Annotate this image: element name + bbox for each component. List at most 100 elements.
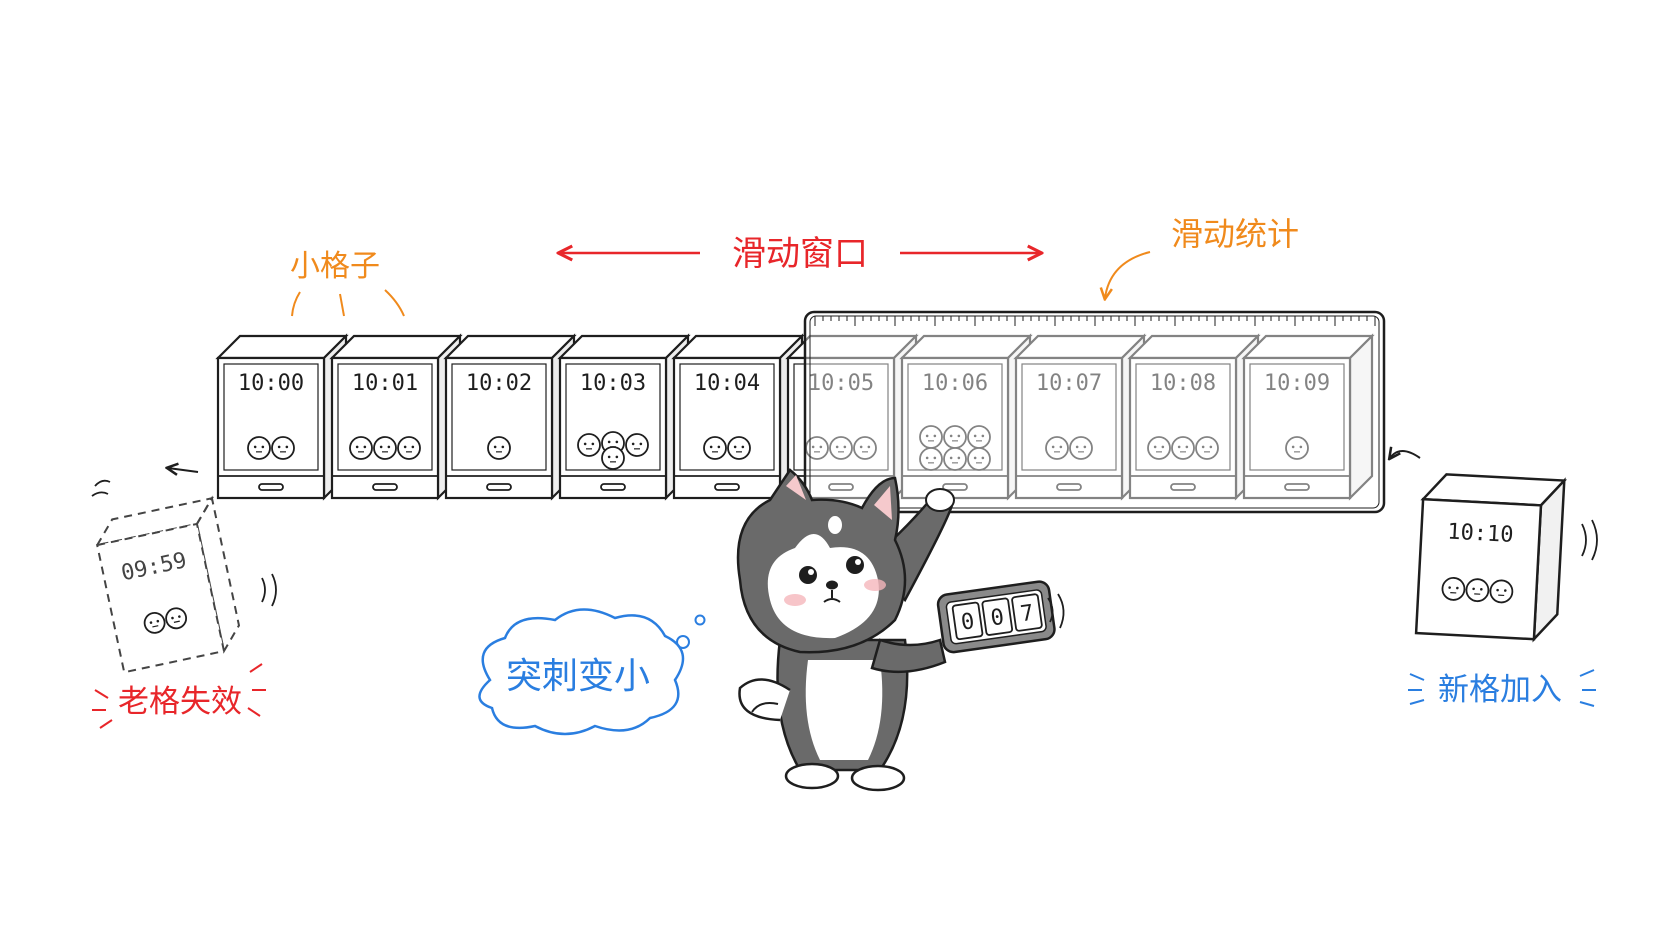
- smiley-ball-icon: [703, 436, 727, 460]
- smiley-ball-icon: [247, 436, 271, 460]
- smiley-ball-icon: [919, 447, 943, 471]
- bucket-front: [444, 356, 554, 500]
- bucket-window: [337, 363, 433, 471]
- smiley-ball-icon: [1069, 436, 1093, 460]
- time-bucket: 10:08: [1127, 333, 1261, 501]
- new-cell-added-label: 新格加入: [1438, 672, 1562, 708]
- smiley-ball-icon: [271, 436, 295, 460]
- old-expired-bucket: 09:59 老格失效: [91, 468, 277, 729]
- svg-text:0: 0: [989, 605, 1006, 632]
- bucket-time: 10:00: [238, 371, 304, 396]
- drawer-handle: [372, 483, 398, 491]
- bucket-window: [565, 363, 661, 471]
- drawer-handle: [1056, 483, 1082, 491]
- time-bucket: 10:04: [671, 333, 805, 501]
- bucket-time: 10:09: [1264, 371, 1330, 396]
- bucket-time: 10:02: [466, 371, 532, 396]
- smiley-ball-icon: [1489, 579, 1514, 604]
- svg-text:0: 0: [959, 609, 976, 636]
- bucket-window: [451, 363, 547, 471]
- bucket-window: [793, 363, 889, 471]
- sliding-window-label: 滑动窗口: [732, 234, 868, 274]
- bucket-window: [223, 363, 319, 471]
- smiley-ball-icon: [577, 433, 601, 457]
- drawer-handle: [828, 483, 854, 491]
- new-entering-bucket: 10:10 新格加入: [1390, 451, 1598, 708]
- smiley-ball-icon: [601, 446, 625, 470]
- bucket-time: 10:04: [694, 371, 760, 396]
- ruler-ticks: [814, 316, 1376, 326]
- old-cell-expired-label: 老格失效: [118, 684, 242, 720]
- drawer-handle: [1170, 483, 1196, 491]
- bucket-front: [672, 356, 782, 500]
- bucket-time: 10:06: [922, 371, 988, 396]
- sliding-stats-frame: [803, 310, 1386, 514]
- sliding-stats-annotation: 滑动统计: [1105, 215, 1299, 298]
- time-bucket: 10:01: [329, 333, 463, 501]
- bucket-window: [1021, 363, 1117, 471]
- bucket-time: 10:07: [1036, 371, 1102, 396]
- sliding-stats-label: 滑动统计: [1171, 215, 1299, 253]
- bucket-time: 10:01: [352, 371, 418, 396]
- smiley-ball-icon: [1147, 436, 1171, 460]
- smiley-ball-icon: [1171, 436, 1195, 460]
- smiley-ball-icon: [829, 436, 853, 460]
- smiley-ball-icon: [805, 436, 829, 460]
- drawer-handle: [942, 483, 968, 491]
- bucket-time: 10:05: [808, 371, 874, 396]
- bucket-time: 10:03: [580, 371, 646, 396]
- bucket-row: 10:00 10:01 10:02 10:03 10:04 10:05 10:06 10:07…: [215, 333, 1375, 501]
- bucket-front: [330, 356, 440, 500]
- bucket-front: [1014, 356, 1124, 500]
- new-bucket-time: 10:10: [1447, 520, 1514, 548]
- smiley-ball-icon: [1465, 578, 1490, 603]
- time-bucket: 10:00: [215, 333, 349, 501]
- counter-digit: 7: [1011, 593, 1043, 632]
- smiley-ball-icon: [919, 425, 943, 449]
- time-bucket: 10:09: [1241, 333, 1375, 501]
- small-cells-label: 小格子: [290, 249, 380, 284]
- counter-digit: 0: [951, 601, 984, 641]
- time-bucket: 10:03: [557, 333, 691, 501]
- smiley-ball-icon: [1195, 436, 1219, 460]
- smiley-ball-icon: [143, 611, 166, 634]
- drawer-handle: [600, 483, 626, 491]
- bucket-time: 10:08: [1150, 371, 1216, 396]
- bucket-front: [216, 356, 326, 500]
- drawer-handle: [258, 483, 284, 491]
- spike-smaller-label: 突刺变小: [506, 656, 650, 697]
- smiley-ball-icon: [487, 436, 511, 460]
- bucket-front: [1128, 356, 1238, 500]
- smiley-ball-icon: [165, 607, 188, 630]
- smiley-ball-icon: [625, 433, 649, 457]
- counter-digit: 0: [981, 597, 1014, 636]
- time-bucket: 10:02: [443, 333, 577, 501]
- bucket-window: [679, 363, 775, 471]
- bucket-window: [1135, 363, 1231, 471]
- drawer-handle: [714, 483, 740, 491]
- smiley-ball-icon: [373, 436, 397, 460]
- svg-text:7: 7: [1019, 601, 1036, 628]
- smiley-ball-icon: [943, 447, 967, 471]
- bucket-front: [1242, 356, 1352, 500]
- smiley-ball-icon: [397, 436, 421, 460]
- smiley-ball-icon: [1045, 436, 1069, 460]
- smiley-ball-icon: [967, 447, 991, 471]
- smiley-ball-icon: [349, 436, 373, 460]
- smiley-ball-icon: [727, 436, 751, 460]
- new-bucket-balls: [1441, 577, 1514, 604]
- time-bucket: 10:06: [899, 333, 1033, 501]
- sliding-window-annotation: 滑动窗口: [560, 234, 1040, 274]
- smiley-ball-icon: [853, 436, 877, 460]
- smiley-ball-icon: [1285, 436, 1309, 460]
- drawer-handle: [486, 483, 512, 491]
- bucket-front: [558, 356, 668, 500]
- time-bucket: 10:07: [1013, 333, 1147, 501]
- husky-mascot: [736, 468, 955, 792]
- drawer-handle: [1284, 483, 1310, 491]
- smiley-ball-icon: [1441, 577, 1466, 601]
- bucket-window: [1249, 363, 1345, 471]
